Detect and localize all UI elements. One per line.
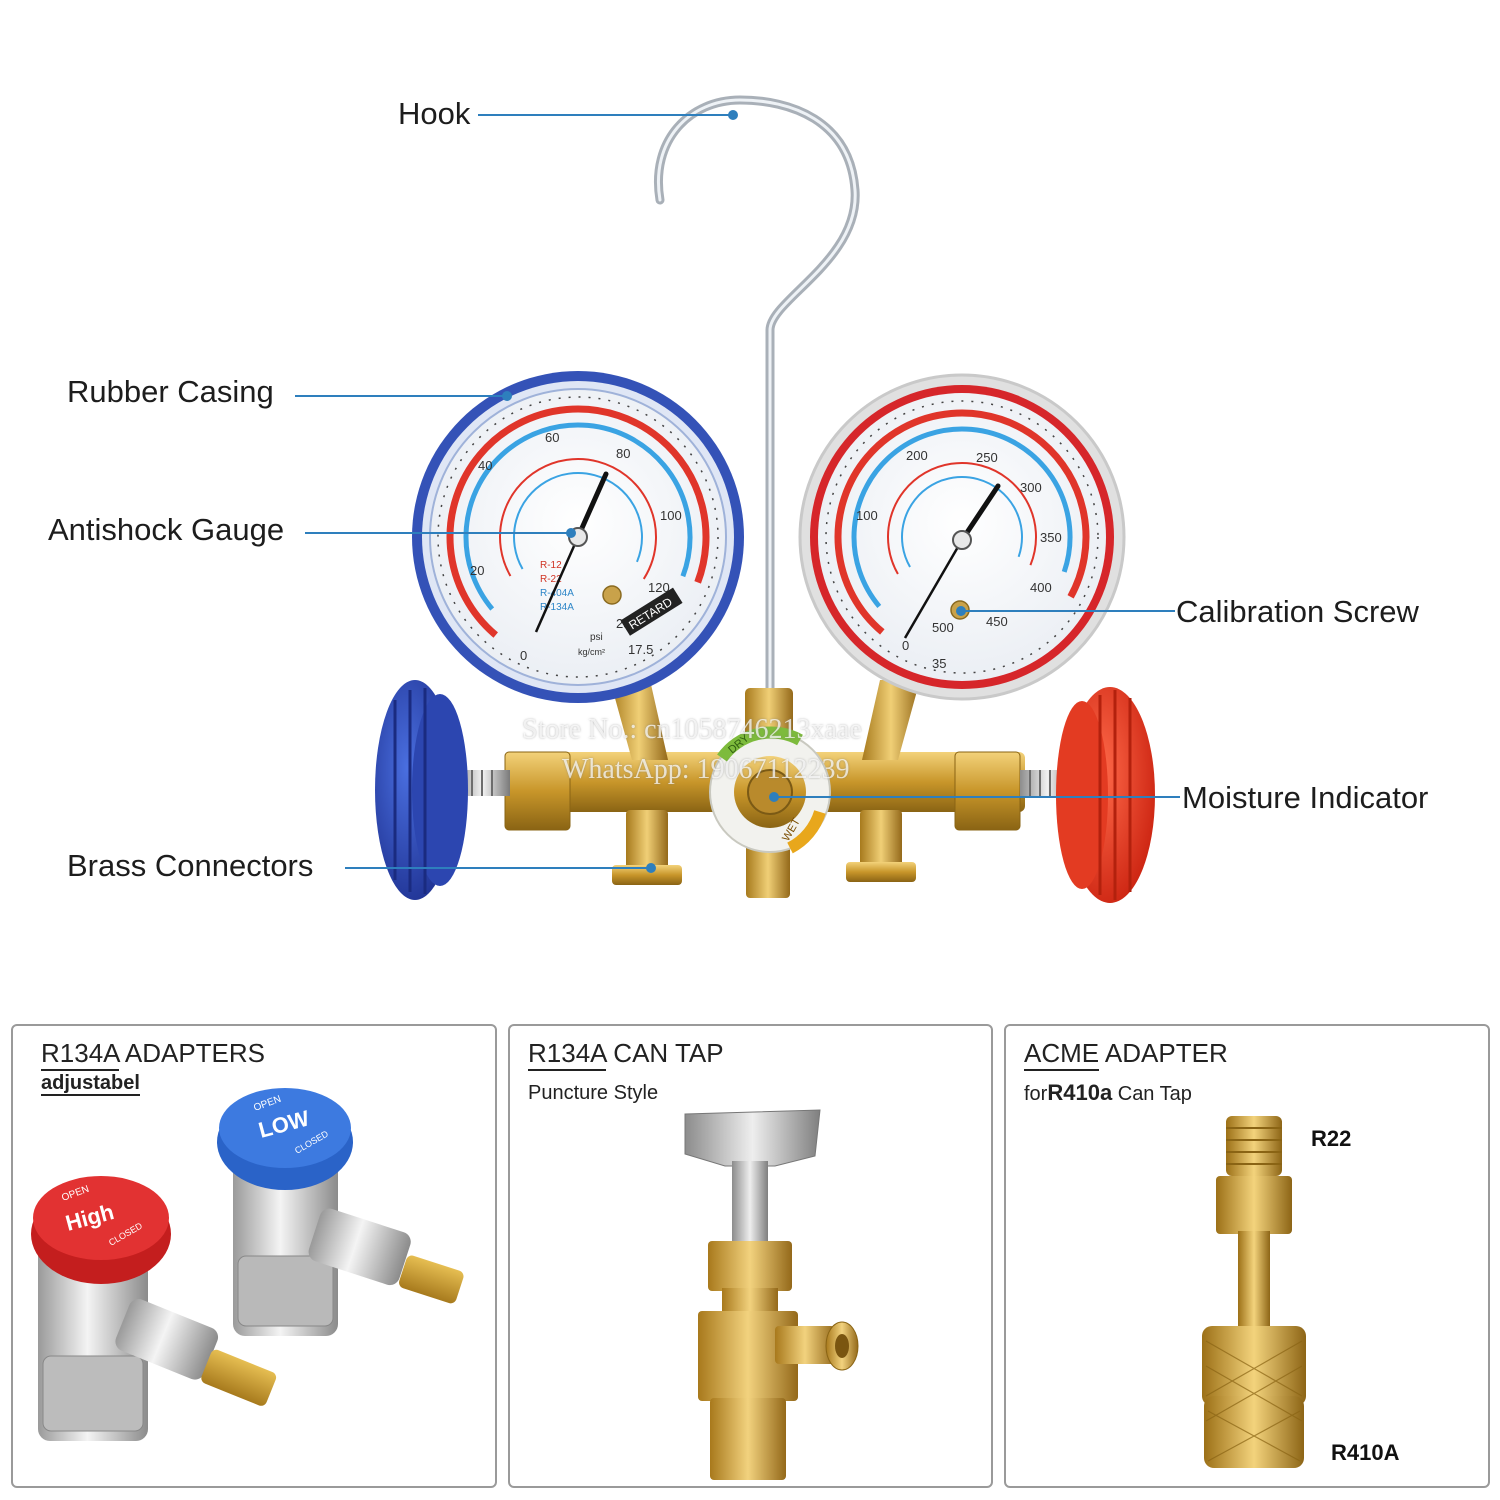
callout-antishock-gauge: Antishock Gauge [48, 512, 285, 547]
high-gauge-needle [959, 483, 1001, 543]
high-tick-250: 250 [976, 450, 998, 465]
low-calibration-screw[interactable] [602, 585, 622, 605]
low-side-coupler: OPEN LOW CLOSED [217, 1088, 464, 1336]
moisture-indicator-sight-glass: DRY WET [709, 726, 831, 854]
low-tick-120: 120 [648, 580, 670, 595]
can-tap-illustration [684, 1109, 859, 1480]
acme-label-r22: R22 [1311, 1126, 1352, 1151]
low-gauge-needle [575, 471, 609, 540]
acme-adapter-illustration [1202, 1116, 1306, 1468]
card3-subtitle: forR410a Can Tap [1024, 1080, 1192, 1105]
refrigerant-r12: R-12 [540, 560, 562, 571]
low-tick-40: 40 [478, 458, 492, 473]
refrigerant-r22: R-22 [540, 574, 562, 585]
low-tick-20: 20 [470, 563, 484, 578]
manifold-gauge-illustration: DRY WET R-1 [295, 95, 1180, 903]
low-unit-psi: psi [590, 632, 603, 643]
quick-coupler-illustration: OPEN LOW CLOSED OPEN High CLOSED [31, 1088, 464, 1441]
high-tick-400: 400 [1030, 580, 1052, 595]
high-tick-300: 300 [1020, 480, 1042, 495]
high-tick-450: 450 [986, 614, 1008, 629]
callout-lines [295, 110, 1180, 873]
high-tick-500: 500 [932, 620, 954, 635]
high-tick-200: 200 [906, 448, 928, 463]
high-tick-100: 100 [856, 508, 878, 523]
card1-subtitle: adjustabel [41, 1072, 140, 1096]
low-side-blue-knob[interactable] [375, 680, 468, 900]
callout-moisture-indicator: Moisture Indicator [1182, 780, 1429, 815]
callout-brass-connectors: Brass Connectors [67, 848, 314, 883]
refrigerant-r404a: R-404A [540, 588, 574, 599]
watermark-whatsapp: WhatsApp: 19067112239 [562, 754, 850, 785]
high-side-coupler: OPEN High CLOSED [31, 1176, 277, 1441]
low-pressure-gauge: R-12 R-22 R-404A R-134A 0 20 40 60 80 10… [412, 371, 744, 703]
card-r134a-adapters: R134A ADAPTERS adjustabel OPEN LOW [11, 1024, 497, 1488]
card-r134a-can-tap: R134A CAN TAP Puncture Style [508, 1024, 993, 1488]
card2-subtitle: Puncture Style [528, 1082, 659, 1104]
low-tick-0: 0 [520, 648, 527, 663]
high-tick-350: 350 [1040, 530, 1062, 545]
acme-label-r410a: R410A [1331, 1440, 1400, 1465]
watermark-store: Store No.: cn1058746213xaae [522, 714, 862, 745]
callout-calibration-screw: Calibration Screw [1176, 594, 1419, 629]
card3-title: ACME ADAPTER [1024, 1038, 1228, 1071]
high-side-red-knob[interactable] [1056, 687, 1155, 903]
high-pressure-gauge: 0 100 200 250 300 350 400 450 500 35 [798, 373, 1126, 701]
card-acme-adapter: ACME ADAPTER forR410a Can Tap R22 R410A [1004, 1024, 1490, 1488]
low-scale-max: 17.5 [628, 642, 653, 657]
high-scale-max: 35 [932, 656, 946, 671]
low-unit-kg: kg/cm² [578, 647, 605, 657]
low-tick-100: 100 [660, 508, 682, 523]
low-tick-80: 80 [616, 446, 630, 461]
card2-title: R134A CAN TAP [528, 1038, 724, 1071]
refrigerant-r134a: R-134A [540, 602, 574, 613]
callout-hook: Hook [398, 96, 471, 131]
low-tick-60: 60 [545, 430, 559, 445]
card1-title: R134A ADAPTERS [41, 1038, 265, 1071]
callout-rubber-casing: Rubber Casing [67, 374, 274, 409]
high-tick-0: 0 [902, 638, 909, 653]
